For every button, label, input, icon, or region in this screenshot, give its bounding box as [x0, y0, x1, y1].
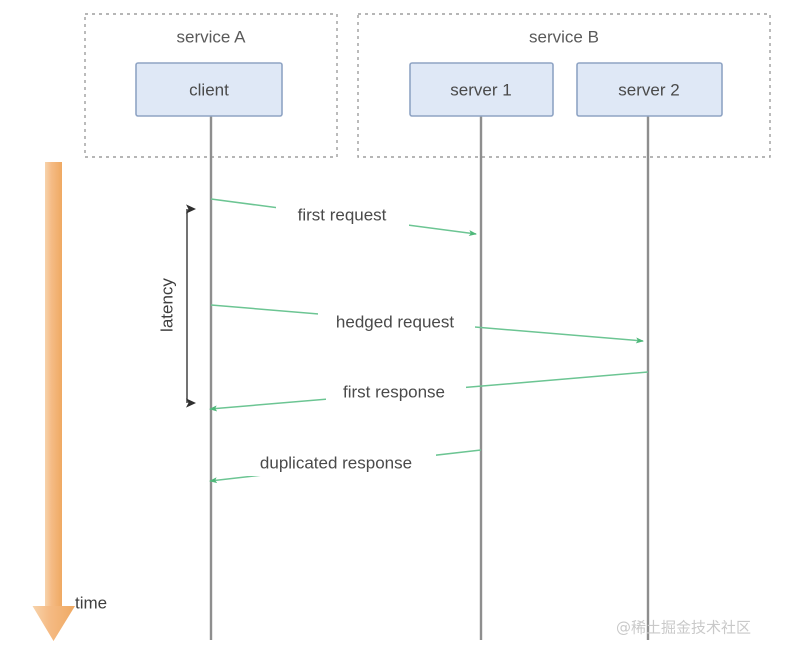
message-first-request: first request	[210, 198, 477, 237]
hedged-request-label: hedged request	[336, 312, 454, 331]
latency-measure: latency	[157, 204, 196, 408]
first-request-label: first request	[298, 205, 387, 224]
participant-client[interactable]: client	[135, 62, 283, 117]
time-arrow-shaft	[45, 162, 62, 610]
duplicated-response-label-bg	[236, 454, 436, 476]
latency-label: latency	[157, 278, 176, 332]
client-label: client	[189, 80, 229, 99]
client-box[interactable]	[135, 62, 283, 117]
server-2-box[interactable]	[576, 62, 723, 117]
hedged-request-label-bg	[318, 312, 475, 334]
message-duplicated-response: duplicated response	[209, 449, 482, 484]
participant-server-2[interactable]: server 2	[576, 62, 723, 117]
watermark: @稀土掘金技术社区	[616, 619, 751, 637]
service-group-service-b: service B	[357, 13, 771, 158]
first-response-label-bg	[326, 382, 466, 404]
server-2-label: server 2	[618, 80, 679, 99]
time-axis-arrow: time	[32, 162, 107, 641]
service-b-dashed-box	[357, 13, 771, 158]
first-request-label-bg	[276, 205, 409, 227]
first-response-label: first response	[343, 382, 445, 401]
duplicated-response-label: duplicated response	[260, 453, 412, 472]
participant-server-1[interactable]: server 1	[409, 62, 554, 117]
server-1-box[interactable]	[409, 62, 554, 117]
message-hedged-request: hedged request	[210, 304, 644, 344]
time-label: time	[75, 593, 107, 612]
lifelines	[209, 116, 650, 640]
time-arrow-head	[32, 606, 75, 641]
service-a-label: service A	[177, 27, 247, 46]
service-b-label: service B	[529, 27, 599, 46]
server-1-label: server 1	[450, 80, 511, 99]
message-first-response: first response	[209, 371, 649, 412]
